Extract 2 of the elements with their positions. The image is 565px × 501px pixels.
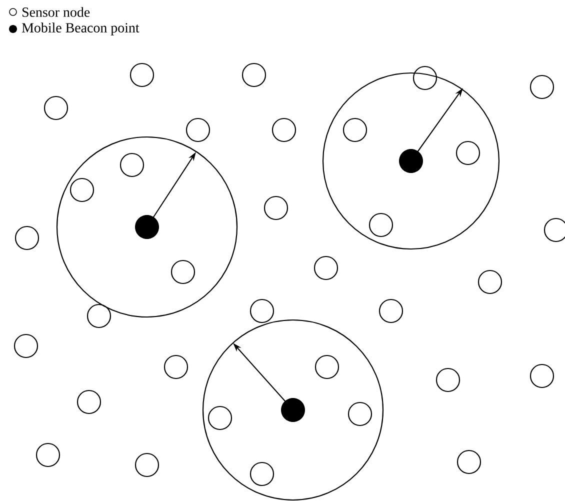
legend-text: Mobile Beacon point [22, 22, 140, 36]
legend-text: Sensor node [22, 7, 90, 17]
